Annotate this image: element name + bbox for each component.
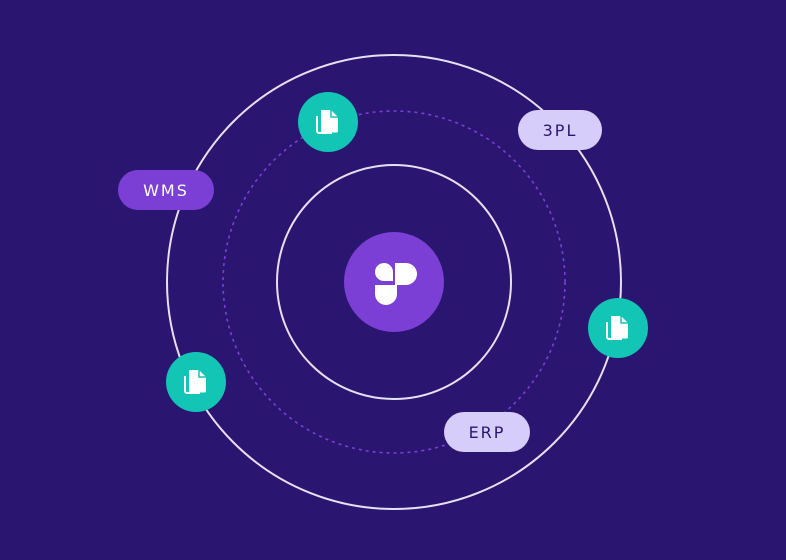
center-logo <box>344 232 444 332</box>
erp-pill: ERP <box>444 412 530 452</box>
document-node <box>298 92 358 152</box>
document-node <box>166 352 226 412</box>
3pl-pill: 3PL <box>518 110 602 150</box>
inner-ring <box>276 164 512 400</box>
documents-icon <box>606 316 628 340</box>
documents-icon <box>316 110 338 134</box>
logo-icon <box>375 263 417 305</box>
outer-ring <box>166 54 622 510</box>
dashed-ring <box>222 110 566 454</box>
document-node <box>588 298 648 358</box>
wms-pill: WMS <box>118 170 214 210</box>
documents-icon <box>184 370 206 394</box>
